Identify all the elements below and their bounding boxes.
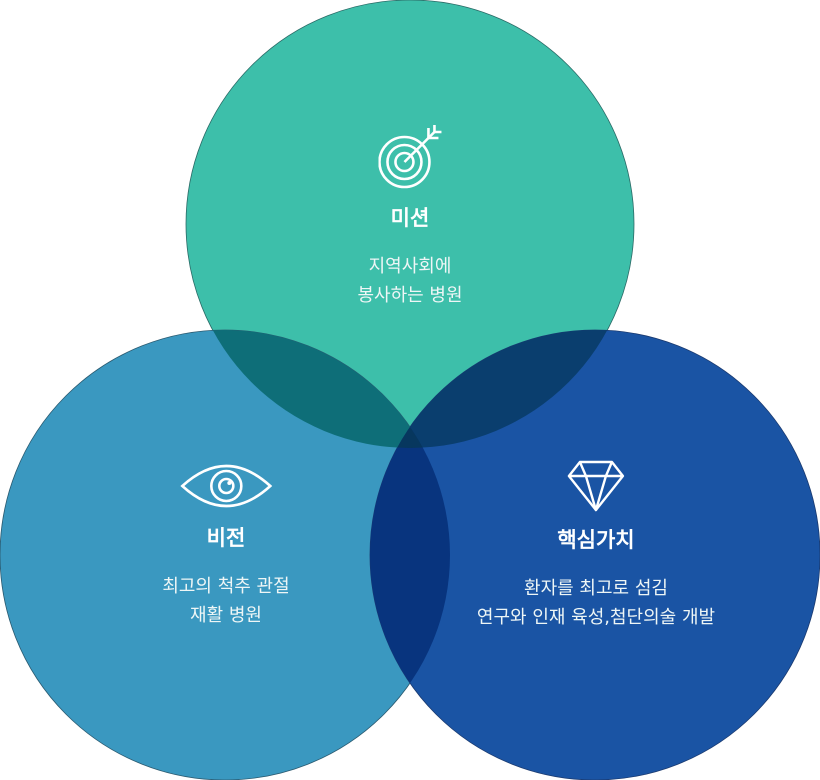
- vision-line: 최고의 척추 관절: [162, 576, 290, 597]
- target-icon: [378, 125, 441, 189]
- mission-line: 봉사하는 병원: [357, 285, 463, 306]
- eye-icon: [180, 464, 272, 508]
- mission-title: 미션: [390, 206, 430, 230]
- mission-line: 지역사회에: [368, 256, 452, 277]
- vision-title: 비전: [206, 526, 246, 550]
- diamond-icon: [567, 460, 625, 512]
- vision-line: 재활 병원: [190, 605, 262, 626]
- values-title: 핵심가치: [557, 528, 635, 552]
- values-line: 환자를 최고로 섬김: [524, 578, 668, 599]
- values-line: 연구와 인재 육성,첨단의술 개발: [476, 607, 716, 628]
